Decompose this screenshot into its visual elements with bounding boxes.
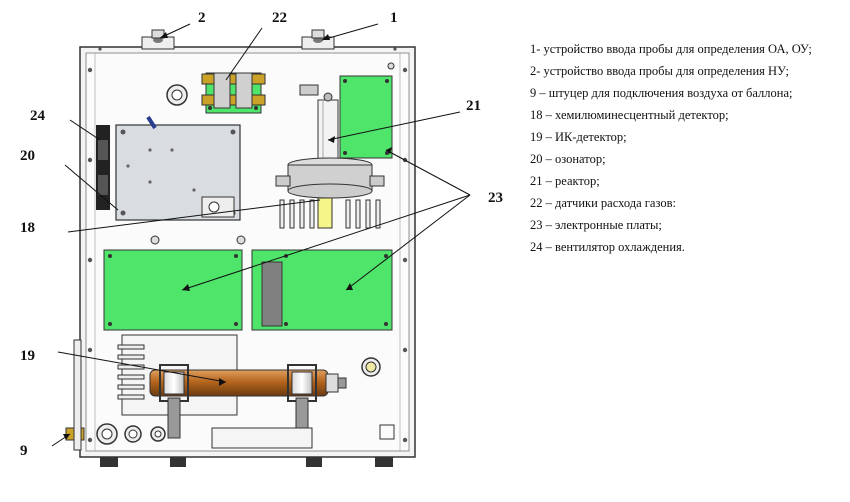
electronic-board-top-right xyxy=(339,75,393,159)
fitting-small xyxy=(150,235,160,245)
reactor xyxy=(299,84,339,161)
legend-item: 1- устройство ввода пробы для определени… xyxy=(530,42,812,56)
callout-20: 20 xyxy=(20,148,35,164)
fitting-top xyxy=(166,84,188,106)
callout-1: 1 xyxy=(390,10,398,26)
callout-2: 2 xyxy=(198,10,206,26)
electronic-board-left xyxy=(103,249,243,331)
cooling-fan xyxy=(96,125,110,210)
callout-9: 9 xyxy=(20,443,28,459)
arrow-heads xyxy=(63,32,392,440)
callout-23: 23 xyxy=(488,190,503,206)
legend-item: 23 – электронные платы; xyxy=(530,218,662,232)
legend-item: 21 – реактор; xyxy=(530,174,600,188)
ir-detector xyxy=(117,334,347,449)
legend-item: 2- устройство ввода пробы для определени… xyxy=(530,64,789,78)
chemiluminescence-detector xyxy=(275,157,385,229)
sample-inlet-nu xyxy=(141,29,175,50)
gas-flow-sensors xyxy=(201,72,266,114)
callout-22: 22 xyxy=(272,10,287,26)
legend-item: 18 – хемилюминесцентный детектор; xyxy=(530,108,729,122)
bracket-bottom-right xyxy=(379,424,395,440)
fitting-top-right xyxy=(387,62,395,70)
leader-lines xyxy=(51,23,471,447)
ozonator xyxy=(115,115,241,221)
callout-24: 24 xyxy=(30,108,46,124)
fitting-right xyxy=(361,357,381,377)
legend-item: 19 – ИК-детектор; xyxy=(530,130,627,144)
callout-21: 21 xyxy=(466,98,481,114)
fittings-bottom-left xyxy=(96,423,166,445)
legend-item: 20 – озонатор; xyxy=(530,152,606,166)
legend-item: 9 – штуцер для подключения воздуха от ба… xyxy=(530,86,793,100)
legend-list: 1- устройство ввода пробы для определени… xyxy=(530,38,812,258)
callout-19: 19 xyxy=(20,348,35,364)
callout-18: 18 xyxy=(20,220,35,236)
fitting-mid-right xyxy=(236,235,246,245)
legend-item: 22 – датчики расхода газов: xyxy=(530,196,676,210)
electronic-board-right xyxy=(251,249,393,331)
legend-item: 24 – вентилятор охлаждения. xyxy=(530,240,685,254)
